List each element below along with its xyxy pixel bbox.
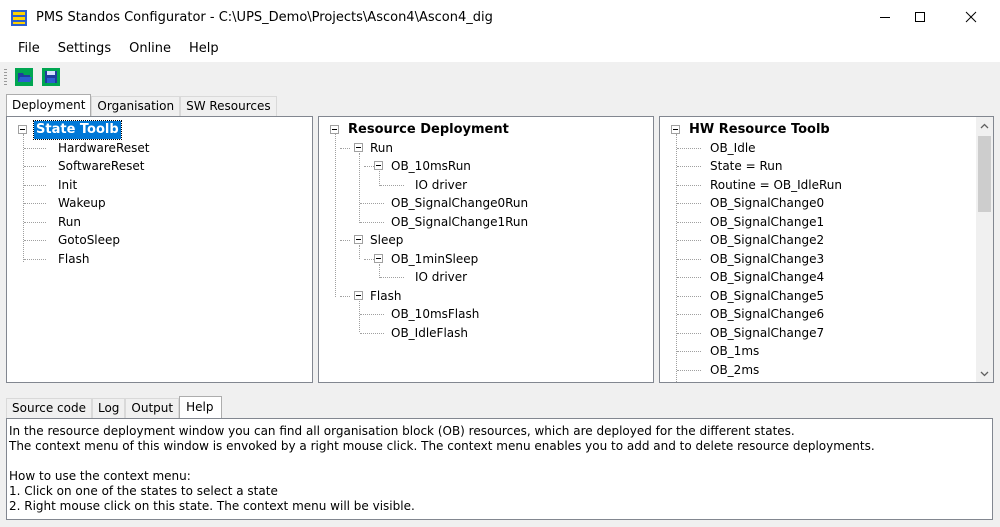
deployment-tabs: Deployment Organisation SW Resources: [6, 94, 277, 116]
state-tree: State Toolb HardwareReset SoftwareReset …: [7, 117, 312, 382]
help-line: How to use the context menu:: [9, 469, 191, 483]
hw-resource-panel[interactable]: HW Resource Toolb OB_Idle State = Run Ro…: [659, 116, 994, 383]
scroll-down-button[interactable]: [976, 365, 993, 382]
hw-root-collapse-icon[interactable]: [671, 125, 680, 134]
title-bar: PMS Standos Configurator - C:\UPS_Demo\P…: [0, 0, 1000, 36]
hw-resource-tree: HW Resource Toolb OB_Idle State = Run Ro…: [660, 117, 993, 382]
flash-collapse-icon[interactable]: [354, 291, 363, 300]
tab-organisation[interactable]: Organisation: [91, 96, 181, 116]
output-tabs: Source code Log Output Help: [6, 396, 223, 418]
menu-online[interactable]: Online: [129, 41, 172, 56]
tab-help[interactable]: Help: [179, 396, 223, 418]
state-item-wakeup[interactable]: Wakeup: [58, 196, 106, 210]
tab-sw-resources[interactable]: SW Resources: [180, 96, 277, 116]
help-text-panel[interactable]: In the resource deployment window you ca…: [6, 418, 993, 520]
tab-output[interactable]: Output: [125, 398, 180, 418]
state-tree-panel[interactable]: State Toolb HardwareReset SoftwareReset …: [6, 116, 313, 383]
deployment-io-driver-run[interactable]: IO driver: [415, 178, 468, 192]
hw-item-signalchange0[interactable]: OB_SignalChange0: [710, 196, 825, 210]
deployment-ob-signalchange1run[interactable]: OB_SignalChange1Run: [391, 215, 529, 229]
hw-item-signalchange4[interactable]: OB_SignalChange4: [710, 270, 825, 284]
help-line: 2. Right mouse click on this state. The …: [9, 499, 415, 513]
hw-item-ob-1ms[interactable]: OB_1ms: [710, 344, 760, 358]
hw-item-ob-idle[interactable]: OB_Idle: [710, 141, 756, 155]
ob-1minsleep-collapse-icon[interactable]: [374, 254, 383, 263]
scroll-up-button[interactable]: [976, 117, 993, 134]
toolbar-grip[interactable]: [4, 69, 7, 85]
app-icon: [11, 10, 27, 26]
minimize-button[interactable]: [862, 0, 908, 34]
close-button[interactable]: [948, 0, 994, 34]
open-icon[interactable]: [14, 67, 34, 87]
scroll-thumb[interactable]: [978, 136, 991, 212]
save-icon[interactable]: [41, 67, 61, 87]
hw-item-signalchange2[interactable]: OB_SignalChange2: [710, 233, 825, 247]
state-item-init[interactable]: Init: [58, 178, 78, 192]
toolbar: [0, 62, 1000, 92]
deployment-ob-10msflash[interactable]: OB_10msFlash: [391, 307, 480, 321]
maximize-icon: [915, 12, 925, 22]
hw-item-signalchange5[interactable]: OB_SignalChange5: [710, 289, 825, 303]
deployment-state-flash[interactable]: Flash: [370, 289, 402, 303]
state-tree-root[interactable]: State Toolb: [33, 120, 122, 140]
help-line: The context menu of this window is envok…: [9, 439, 875, 453]
hw-item-signalchange3[interactable]: OB_SignalChange3: [710, 252, 825, 266]
deployment-state-sleep[interactable]: Sleep: [370, 233, 404, 247]
ob-10msrun-collapse-icon[interactable]: [374, 161, 383, 170]
chevron-up-icon: [980, 123, 989, 128]
help-line: [9, 454, 990, 469]
sleep-collapse-icon[interactable]: [354, 235, 363, 244]
hw-item-routine[interactable]: Routine = OB_IdleRun: [710, 178, 843, 192]
hw-resource-scrollbar[interactable]: [976, 117, 993, 382]
deployment-ob-1minsleep[interactable]: OB_1minSleep: [391, 252, 479, 266]
state-item-flash[interactable]: Flash: [58, 252, 90, 266]
deployment-tree-root[interactable]: Resource Deployment: [348, 122, 509, 137]
menu-settings[interactable]: Settings: [57, 41, 112, 56]
state-root-collapse-icon[interactable]: [18, 125, 27, 134]
maximize-button[interactable]: [897, 0, 943, 34]
deployment-ob-10msrun[interactable]: OB_10msRun: [391, 159, 471, 173]
deployment-root-collapse-icon[interactable]: [330, 125, 339, 134]
deployment-ob-idleflash[interactable]: OB_IdleFlash: [391, 326, 468, 340]
menu-bar: File Settings Online Help: [0, 36, 1000, 62]
state-item-run[interactable]: Run: [58, 215, 82, 229]
hw-tree-root[interactable]: HW Resource Toolb: [689, 122, 830, 137]
tab-source-code[interactable]: Source code: [6, 398, 92, 418]
hw-item-state-run[interactable]: State = Run: [710, 159, 783, 173]
deployment-ob-signalchange0run[interactable]: OB_SignalChange0Run: [391, 196, 529, 210]
resource-deployment-panel[interactable]: Resource Deployment Run OB_10msRun IO dr…: [318, 116, 654, 383]
hw-item-ob-2ms[interactable]: OB_2ms: [710, 363, 760, 377]
run-collapse-icon[interactable]: [354, 143, 363, 152]
help-line: 1. Click on one of the states to select …: [9, 484, 278, 498]
hw-item-signalchange7[interactable]: OB_SignalChange7: [710, 326, 825, 340]
menu-help[interactable]: Help: [189, 41, 219, 56]
hw-item-signalchange1[interactable]: OB_SignalChange1: [710, 215, 825, 229]
resource-deployment-tree: Resource Deployment Run OB_10msRun IO dr…: [319, 117, 653, 382]
minimize-icon: [880, 17, 890, 18]
tab-deployment[interactable]: Deployment: [6, 94, 92, 116]
hw-item-signalchange6[interactable]: OB_SignalChange6: [710, 307, 825, 321]
tab-log[interactable]: Log: [91, 398, 126, 418]
state-item-gotosleep[interactable]: GotoSleep: [58, 233, 121, 247]
deployment-state-run[interactable]: Run: [370, 141, 394, 155]
help-line: In the resource deployment window you ca…: [9, 424, 795, 438]
deployment-io-driver-sleep[interactable]: IO driver: [415, 270, 468, 284]
close-icon: [965, 11, 977, 23]
state-item-softwarereset[interactable]: SoftwareReset: [58, 159, 145, 173]
menu-file[interactable]: File: [18, 41, 40, 56]
state-item-hardwarereset[interactable]: HardwareReset: [58, 141, 150, 155]
window-title: PMS Standos Configurator - C:\UPS_Demo\P…: [36, 10, 493, 25]
chevron-down-icon: [980, 371, 989, 376]
